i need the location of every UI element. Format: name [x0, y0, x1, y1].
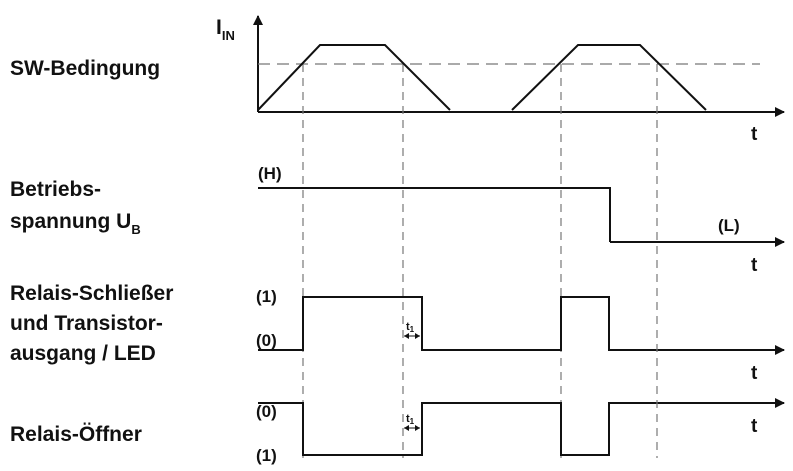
level-high-label: (H) [258, 164, 282, 183]
row-label-schliesser-line3: ausgang / LED [10, 342, 156, 365]
row-label-oeffner: Relais-Öffner [10, 423, 142, 446]
delay-label-schliesser-text: t [406, 321, 410, 333]
row-label-betriebsspannung-line2: spannung UB [10, 210, 141, 237]
oeffner-waveform [258, 402, 612, 456]
delay-label-schliesser-sub: 1 [410, 325, 415, 334]
delay-label-oeffner-text: t [406, 413, 410, 425]
row-label-betriebsspannung-line1: Betriebs- [10, 178, 101, 201]
delay-arrow-left-schliesser [404, 333, 409, 339]
level-one-label-schliesser: (1) [256, 287, 277, 306]
level-one-label-oeffner: (1) [256, 446, 277, 465]
level-zero-label-oeffner: (0) [256, 402, 277, 421]
time-label-schliesser: t [751, 363, 758, 384]
delay-arrow-left-oeffner [404, 425, 409, 431]
time-label-sw: t [751, 124, 758, 145]
sw-pulse-2 [511, 44, 707, 111]
row-label-schliesser-line1: Relais-Schließer [10, 282, 173, 305]
schliesser-waveform [258, 296, 612, 351]
row-label-betriebsspannung-text: spannung U [10, 210, 131, 233]
row-label-sw-bedingung: SW-Bedingung [10, 57, 160, 80]
sw-pulse-1 [257, 44, 451, 111]
row-label-schliesser-line2: und Transistor- [10, 312, 163, 335]
level-low-label: (L) [718, 216, 740, 235]
time-label-oeffner: t [751, 416, 758, 437]
y-axis-label-text: I [216, 16, 222, 39]
betrieb-waveform [258, 187, 611, 242]
y-axis-label-sub: IN [222, 28, 235, 43]
delay-label-schliesser: t1 [406, 321, 415, 334]
row-label-betriebsspannung-sub: B [131, 222, 140, 237]
delay-arrow-right-oeffner [415, 425, 420, 431]
delay-arrow-right-schliesser [415, 333, 420, 339]
delay-label-oeffner-sub: 1 [410, 417, 415, 426]
y-axis-label: IIN [216, 16, 235, 43]
time-label-betrieb: t [751, 255, 758, 276]
level-zero-label-schliesser: (0) [256, 331, 277, 350]
delay-label-oeffner: t1 [406, 413, 415, 426]
